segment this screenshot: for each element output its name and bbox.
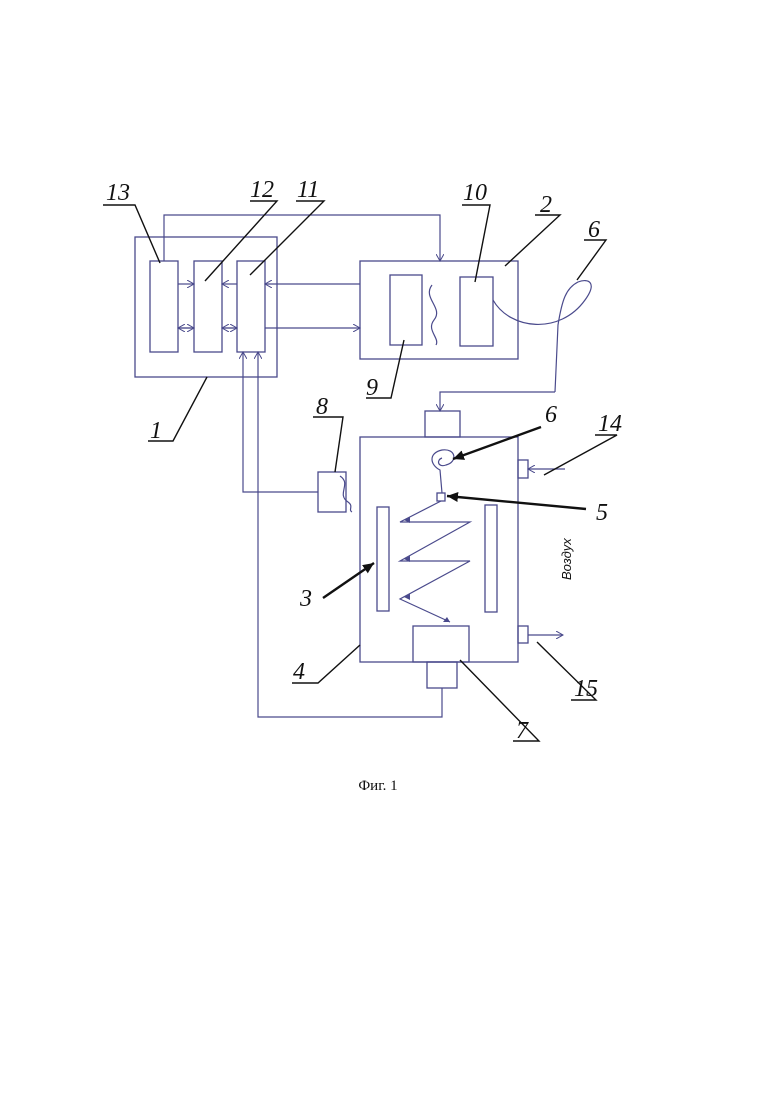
chamber-4 [360,411,565,688]
air-inlet-port-8 [518,460,528,478]
numeral-2: 2 [540,192,552,218]
electrode-left [377,507,389,611]
numeral-5: 5 [596,500,608,526]
beam-path-3 [400,501,470,622]
numeral-3: 3 [299,586,312,612]
link-15-to-2-top [164,215,440,261]
fiber-to-chamber [440,392,555,411]
numeral-4: 4 [293,659,305,685]
chamber-inlet-cap [425,411,460,437]
detector-7-base [427,662,457,688]
electrode-right [485,505,497,612]
block-10 [460,277,493,346]
block-12 [318,472,352,512]
block-14 [194,261,222,352]
numeral-15: 13 [106,180,130,206]
numeral-8: 14 [598,411,622,437]
numeral-7: 7 [516,718,529,744]
block-11 [390,275,422,345]
numeral-12: 8 [316,394,328,420]
figure-caption: Фиг. 1 [358,778,397,794]
air-label: Воздух [559,538,574,580]
numeral-13: 11 [297,177,319,203]
detector-7 [413,626,469,662]
air-outlet-port-9 [518,626,528,643]
numeral-1: 1 [150,418,162,444]
numeral-14: 12 [250,177,274,203]
numeral-9: 15 [574,676,598,702]
numeral-6-inner: 6 [545,402,557,428]
sensor-5 [437,493,445,501]
link-12-to-13 [243,352,318,492]
fiber-6-inside [432,450,454,493]
block-1-control-unit [135,237,277,377]
numeral-6-top: 6 [588,217,600,243]
block-2-analyzer [360,261,518,359]
block-15 [150,261,178,352]
numeral-11: 9 [366,375,378,401]
optical-fiber-6 [493,281,591,392]
numeral-10: 10 [463,180,487,206]
